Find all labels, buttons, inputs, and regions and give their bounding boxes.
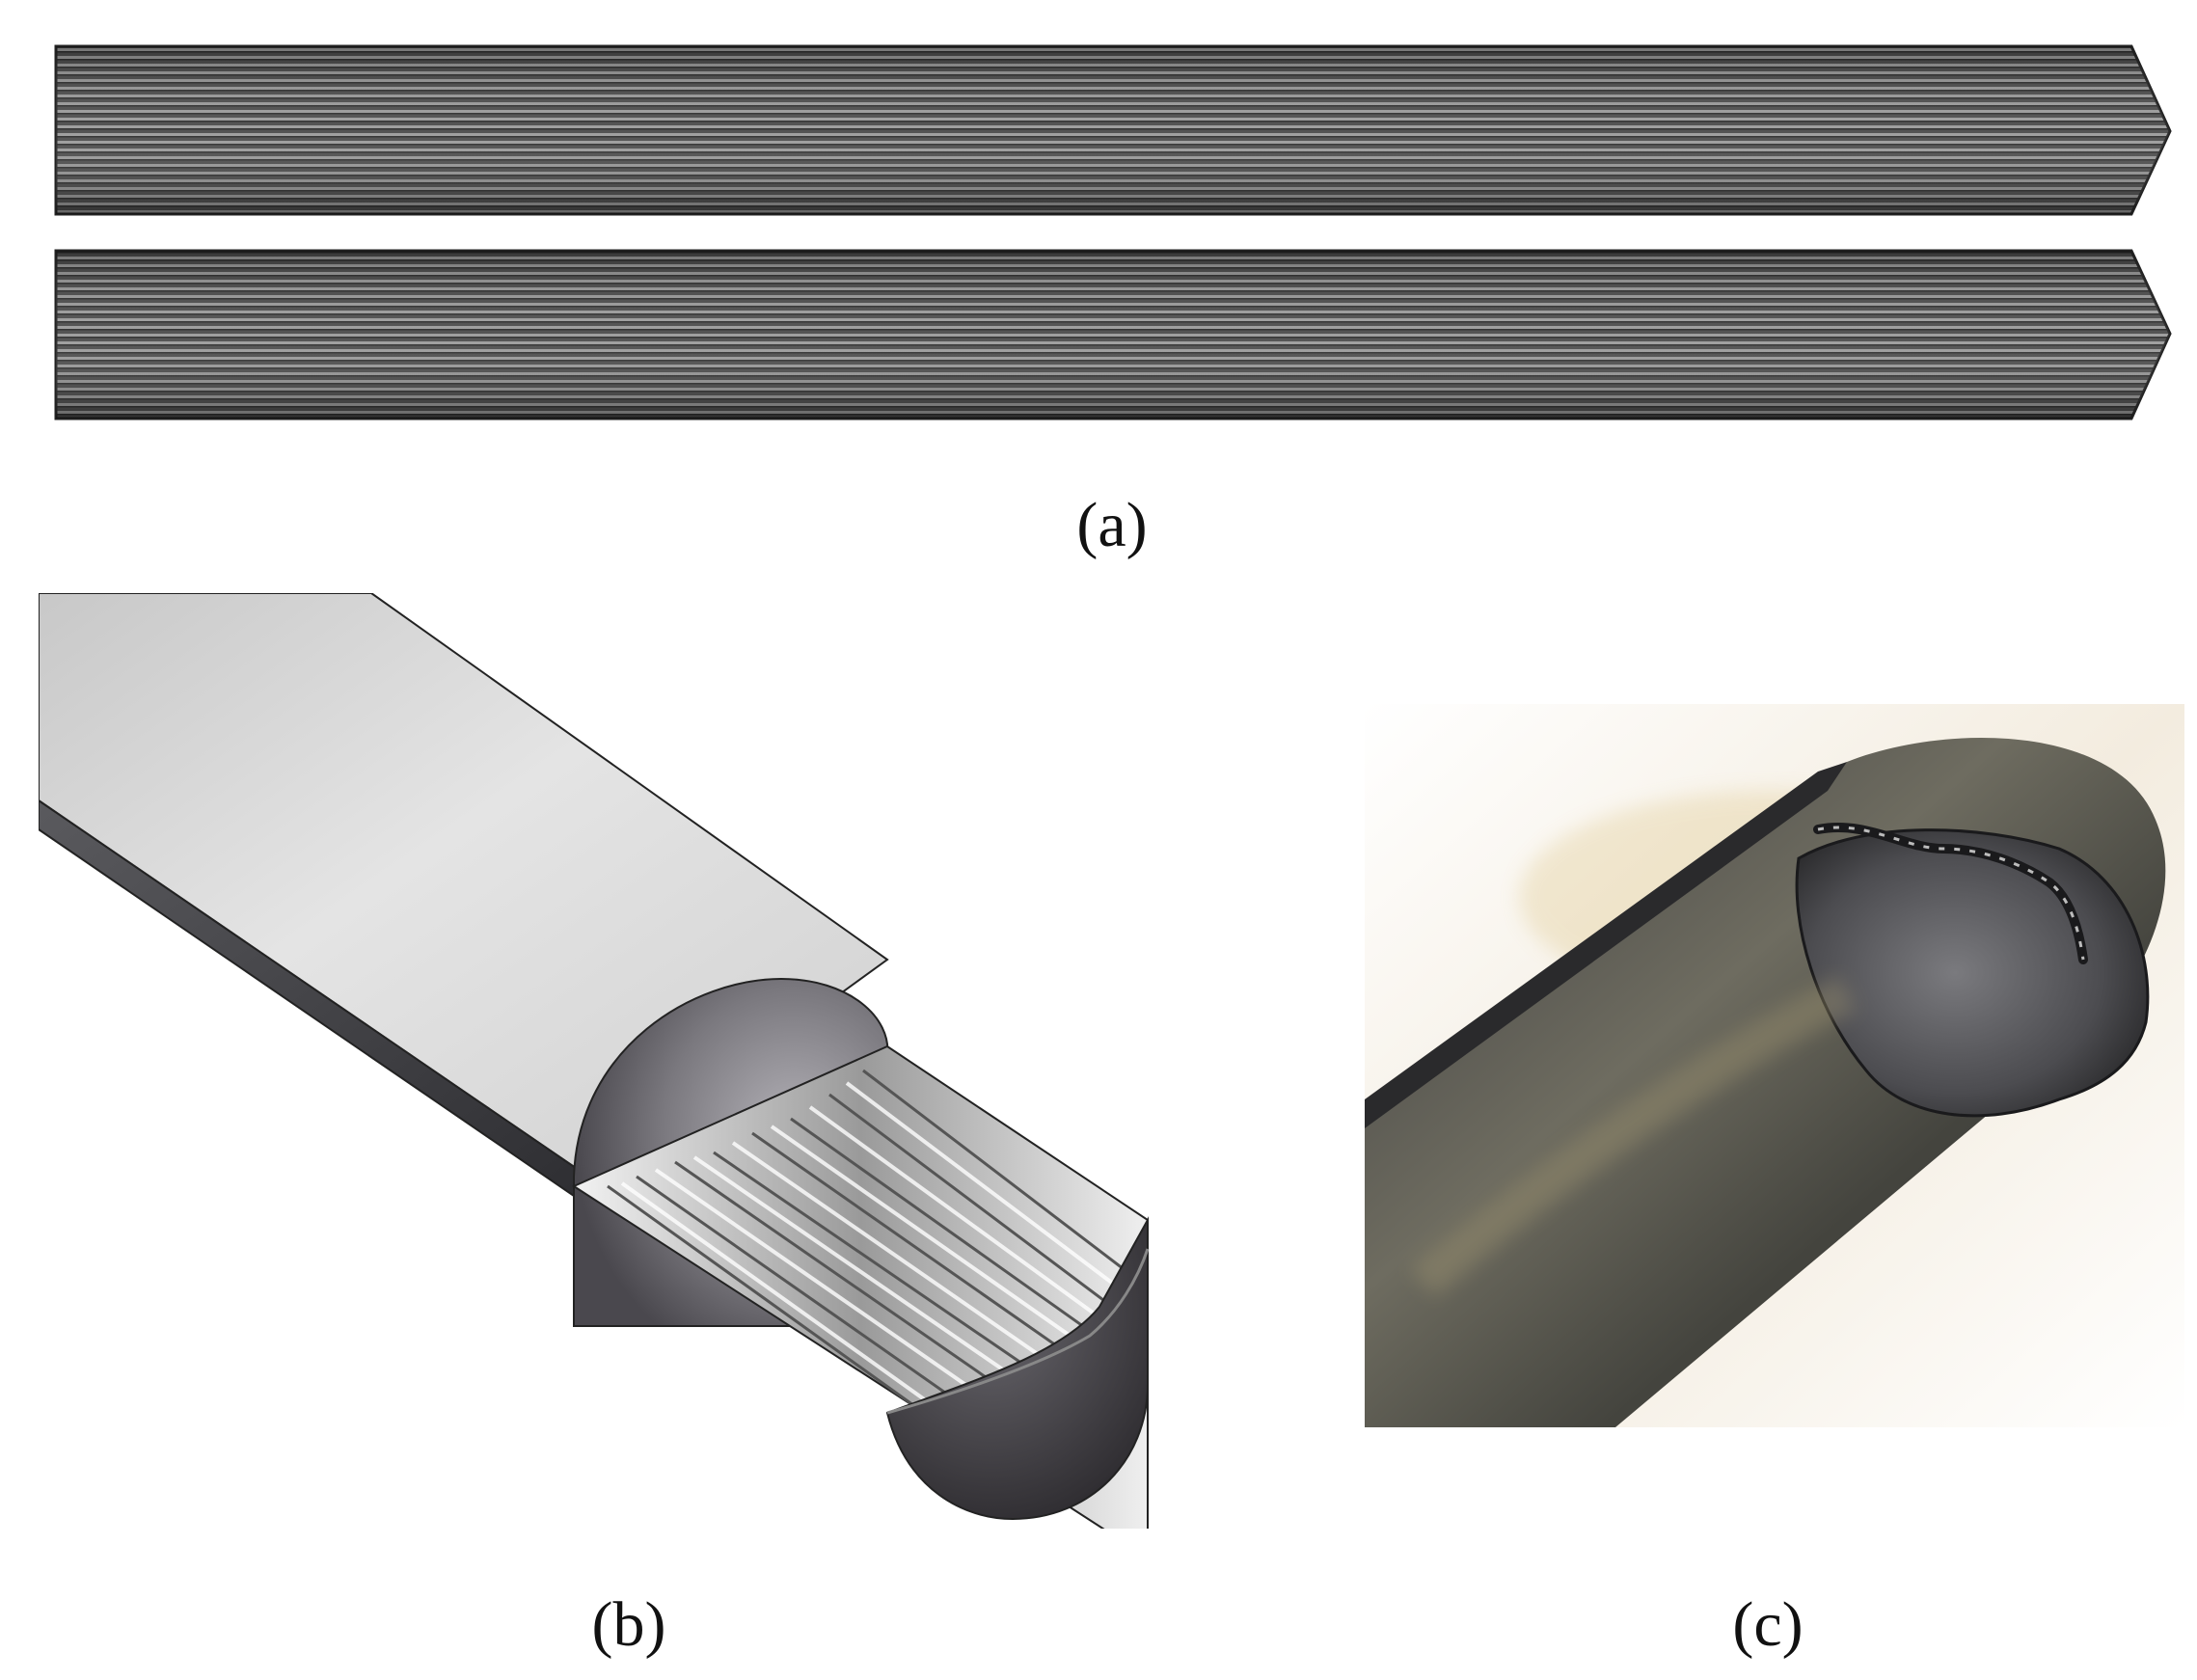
panel-a: (a) bbox=[0, 0, 2197, 579]
panel-a-drawing bbox=[54, 44, 2172, 420]
caption-c: (c) bbox=[1732, 1589, 1804, 1660]
caption-a: (a) bbox=[1076, 490, 1148, 560]
panel-c: (c) bbox=[1365, 704, 2184, 1668]
caption-b: (b) bbox=[591, 1589, 666, 1660]
lower-fluted-rod bbox=[54, 249, 2172, 420]
upper-fluted-rod bbox=[54, 44, 2172, 216]
spline-section bbox=[571, 1044, 1150, 1529]
rod-photo-icon bbox=[1365, 704, 2184, 1427]
rod-cutaway-icon bbox=[39, 593, 1150, 1529]
panel-b: (b) bbox=[39, 593, 1215, 1660]
